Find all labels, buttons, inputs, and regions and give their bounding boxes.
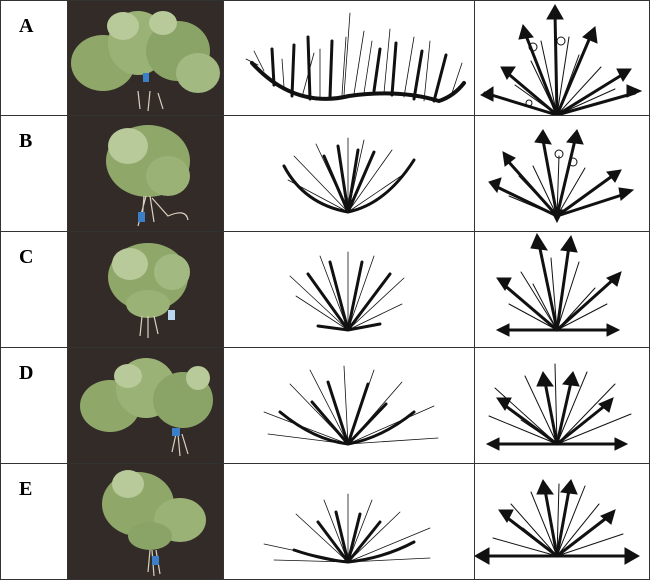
row-d-label-cell: D — [0, 348, 68, 464]
row-d-plant-architecture — [224, 348, 475, 464]
row-e-photo — [68, 464, 224, 580]
row-label: A — [19, 15, 33, 38]
row-label: E — [19, 478, 32, 501]
row-label: B — [19, 130, 32, 153]
row-a-branch-vectors — [475, 0, 650, 116]
row-d-photo — [68, 348, 224, 464]
row-b-branch-vectors — [475, 116, 650, 232]
row-e-branch-vectors — [475, 464, 650, 580]
row-b-plant-architecture — [224, 116, 475, 232]
row-label: D — [19, 362, 33, 385]
row-a-photo — [68, 0, 224, 116]
row-e-plant-architecture — [224, 464, 475, 580]
row-b-label-cell: B — [0, 116, 68, 232]
row-d-branch-vectors — [475, 348, 650, 464]
row-e-label-cell: E — [0, 464, 68, 580]
row-a-label-cell: A — [0, 0, 68, 116]
row-a-plant-architecture — [224, 0, 475, 116]
row-c-branch-vectors — [475, 232, 650, 348]
row-c-plant-architecture — [224, 232, 475, 348]
row-b-photo — [68, 116, 224, 232]
row-c-photo — [68, 232, 224, 348]
row-c-label-cell: C — [0, 232, 68, 348]
row-label: C — [19, 246, 33, 269]
